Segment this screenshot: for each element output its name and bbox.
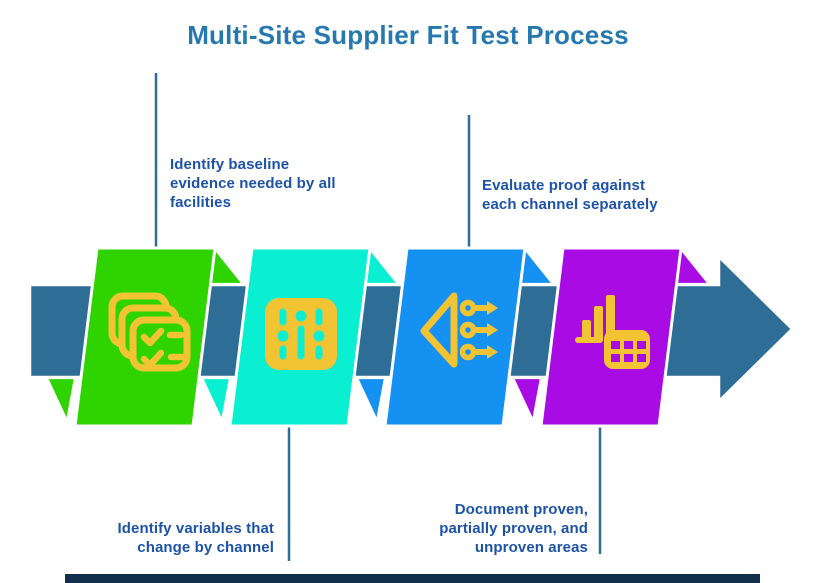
label-line: partially proven, and <box>439 520 588 537</box>
footer-bar <box>65 574 760 583</box>
checklist-pages-icon <box>108 292 191 372</box>
label-line: Evaluate proof against <box>482 177 646 194</box>
fold-bottom-step4 <box>511 376 543 425</box>
label-step2: Identify variables that change by channe… <box>117 519 274 557</box>
label-line: unproven areas <box>474 539 588 556</box>
fold-bottom-step2 <box>200 376 232 425</box>
label-line: Identify baseline <box>170 156 290 173</box>
fold-bottom-step3 <box>355 376 387 425</box>
page-title: Multi-Site Supplier Fit Test Process <box>187 20 629 50</box>
label-step1: Identify baseline evidence needed by all… <box>170 155 336 212</box>
label-line: facilities <box>170 194 232 211</box>
label-line: Document proven, <box>454 501 588 518</box>
fold-bottom-step1 <box>45 376 77 425</box>
label-step3: Evaluate proof against each channel sepa… <box>482 176 658 214</box>
label-line: change by channel <box>137 539 274 556</box>
label-step4: Document proven, partially proven, and u… <box>439 500 588 557</box>
chart-calculator-icon <box>575 295 650 369</box>
label-line: Identify variables that <box>117 520 274 537</box>
split-arrows-icon <box>420 292 498 368</box>
sliders-icon <box>265 298 337 370</box>
label-line: evidence needed by all <box>170 175 336 192</box>
label-line: each channel separately <box>482 196 658 213</box>
